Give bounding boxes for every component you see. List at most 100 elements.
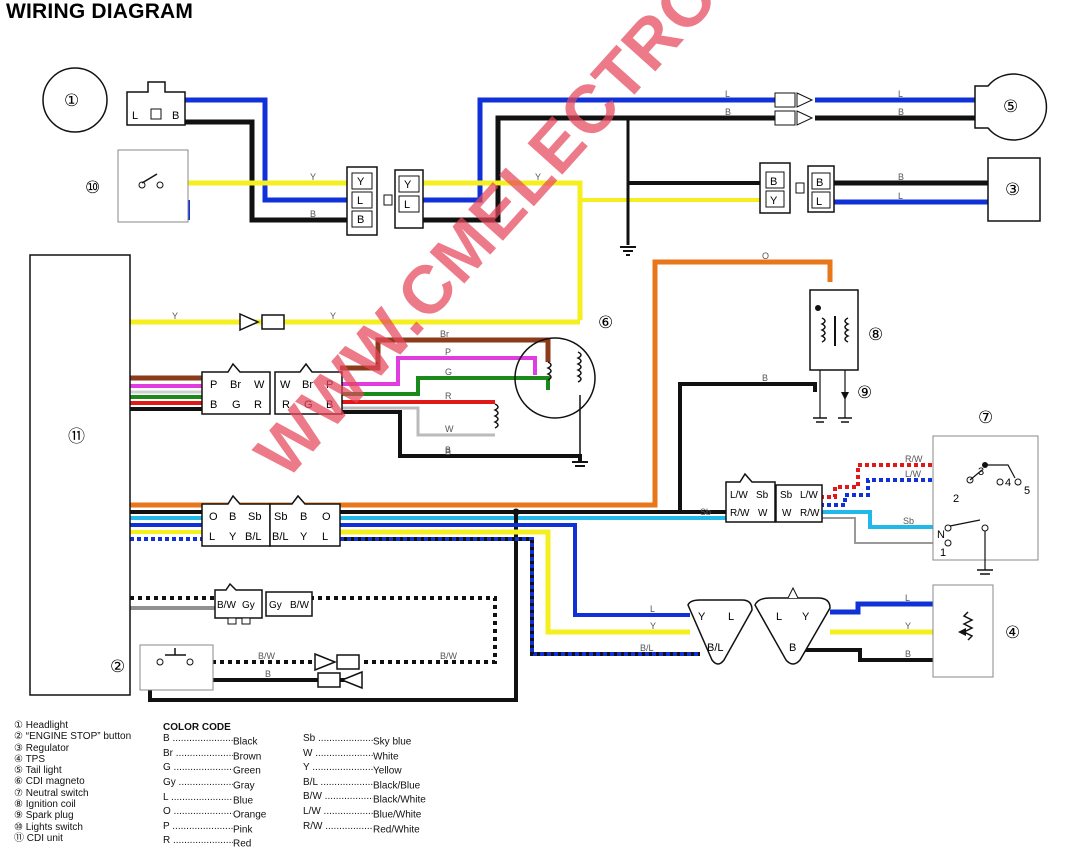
color-code-row: G ......................................…: [163, 762, 266, 777]
mag-l-g: G: [232, 399, 241, 411]
wire-label: B: [310, 209, 316, 219]
wire-coil-black: [678, 382, 817, 512]
ns-lever-2: [949, 519, 981, 527]
wire-headlight-black: [185, 119, 350, 223]
legend-item: ⑥ CDI magneto: [14, 776, 85, 788]
neu-l-rw: R/W: [730, 508, 750, 519]
diode-triangle: [239, 312, 260, 332]
wire-tail-blue: [420, 97, 780, 203]
stop-conn-foot-1: [227, 617, 237, 625]
wire-tps-blue: [340, 523, 690, 617]
color-code-row: P ......................................…: [163, 821, 266, 836]
diagram-title: WIRING DIAGRAM: [6, 0, 194, 23]
switch-conn-right-yb: [398, 175, 420, 193]
tail-bullet-1: [774, 92, 796, 108]
switch-conn-left-bb: [351, 210, 373, 228]
reg-conn-right-lb: [811, 191, 831, 209]
tail-bullet-2: [774, 110, 796, 126]
sw-right-l: L: [404, 199, 410, 211]
cc-name: Orange: [233, 809, 267, 821]
stop-l-gy: Gy: [242, 600, 255, 611]
color-code-row: O ......................................…: [163, 806, 266, 821]
cc-name: Green: [233, 765, 261, 777]
wire-label: B/W: [258, 651, 276, 661]
cdi-r-sb: Sb: [274, 511, 287, 523]
tps-l-bl: B/L: [707, 642, 724, 654]
wire-label: Y: [172, 311, 178, 321]
legend-item: ⑪ CDI unit: [14, 832, 63, 844]
junction-black: [512, 508, 520, 516]
wire-label: Y: [310, 172, 316, 182]
regulator-box: [987, 157, 1041, 222]
legend-item: ⑧ Ignition coil: [14, 799, 76, 811]
cdi-conn-left: [201, 494, 271, 547]
cc-name: Gray: [233, 780, 255, 792]
cc-name: Black/Blue: [373, 780, 421, 792]
cc-code: O ......................................…: [163, 806, 233, 818]
wire-tps-bl-b: [340, 537, 700, 656]
cdi-r-o: O: [322, 511, 331, 523]
tail-light-shape: [974, 73, 1048, 141]
cc-code: L/W ....................................…: [303, 805, 373, 817]
cc-code: B/W ....................................…: [303, 791, 373, 803]
color-code-legend-1: COLOR CODE B ...........................…: [163, 722, 266, 850]
cdi-l-o: O: [209, 511, 218, 523]
label-c9: ⑨: [857, 383, 872, 402]
stop-bullet-1-tip: [314, 652, 338, 672]
stop-conn-left: [214, 582, 263, 619]
wire-label: P: [445, 347, 451, 357]
tps-conn-left: [687, 599, 753, 665]
color-code-row: Sb .....................................…: [303, 733, 426, 748]
lights-switch-box: [117, 149, 189, 223]
ns-contact-5: [1014, 478, 1022, 486]
mag-r-b: B: [326, 399, 333, 411]
color-code-row: L ......................................…: [163, 792, 266, 807]
cc-code: Br .....................................…: [163, 747, 233, 759]
diode-body: [261, 314, 285, 330]
wire-label: L: [905, 593, 910, 603]
wire-label: R: [445, 391, 452, 401]
mag-l-br: Br: [230, 379, 241, 391]
ns-contact-n: [944, 524, 952, 532]
headlight-pin-b: B: [172, 110, 179, 122]
wire-label: B: [898, 172, 904, 182]
cc-name: Blue: [233, 794, 254, 806]
ns-pin-n: N: [937, 529, 945, 541]
cdi-l-bl: B/L: [245, 531, 262, 543]
wire-label: L: [898, 89, 903, 99]
cdi-r-l: L: [322, 531, 328, 543]
label-c11: ⑪: [68, 427, 85, 446]
legend-item: ③ Regulator: [14, 742, 70, 754]
reg-conn-tab: [795, 182, 805, 194]
wire-tail-black: [420, 115, 780, 223]
legend-item: ⑩ Lights switch: [14, 821, 83, 833]
wire-label: Y: [650, 621, 656, 631]
label-c3: ③: [1005, 180, 1020, 199]
wire-headlight-blue: [185, 97, 350, 203]
neu-l-lw: L/W: [730, 490, 748, 501]
cc-code: W ......................................…: [303, 747, 373, 759]
cdi-r-bl: B/L: [272, 531, 289, 543]
color-code-row: Gy .....................................…: [163, 777, 266, 792]
ns-contact-4: [996, 478, 1004, 486]
color-code-row: R/W ....................................…: [303, 821, 426, 836]
wire-yellow-main: [420, 180, 583, 320]
wire-mag-black-r: [340, 410, 582, 462]
tps-l-y: Y: [698, 611, 706, 623]
reg-conn-right-bb: [811, 172, 831, 190]
switch-lever: [141, 173, 158, 184]
legend-item: ⑤ Tail light: [14, 765, 62, 777]
cc-name: Black/White: [373, 794, 426, 806]
wire-mag-green-r: [340, 376, 550, 396]
tps-conn-right: [754, 597, 831, 665]
wire-label: L: [898, 191, 903, 201]
spark-plug-arrow: [841, 392, 849, 400]
label-c2: ②: [110, 657, 125, 676]
cc-name: Brown: [233, 751, 262, 763]
tps-conn-tab: [787, 586, 799, 599]
color-code-heading: COLOR CODE: [163, 722, 231, 733]
headlight-pin-l: L: [132, 110, 138, 122]
cc-name: Red: [233, 838, 252, 850]
wire-label: B: [445, 447, 451, 457]
wire-label: Sb: [700, 507, 711, 517]
